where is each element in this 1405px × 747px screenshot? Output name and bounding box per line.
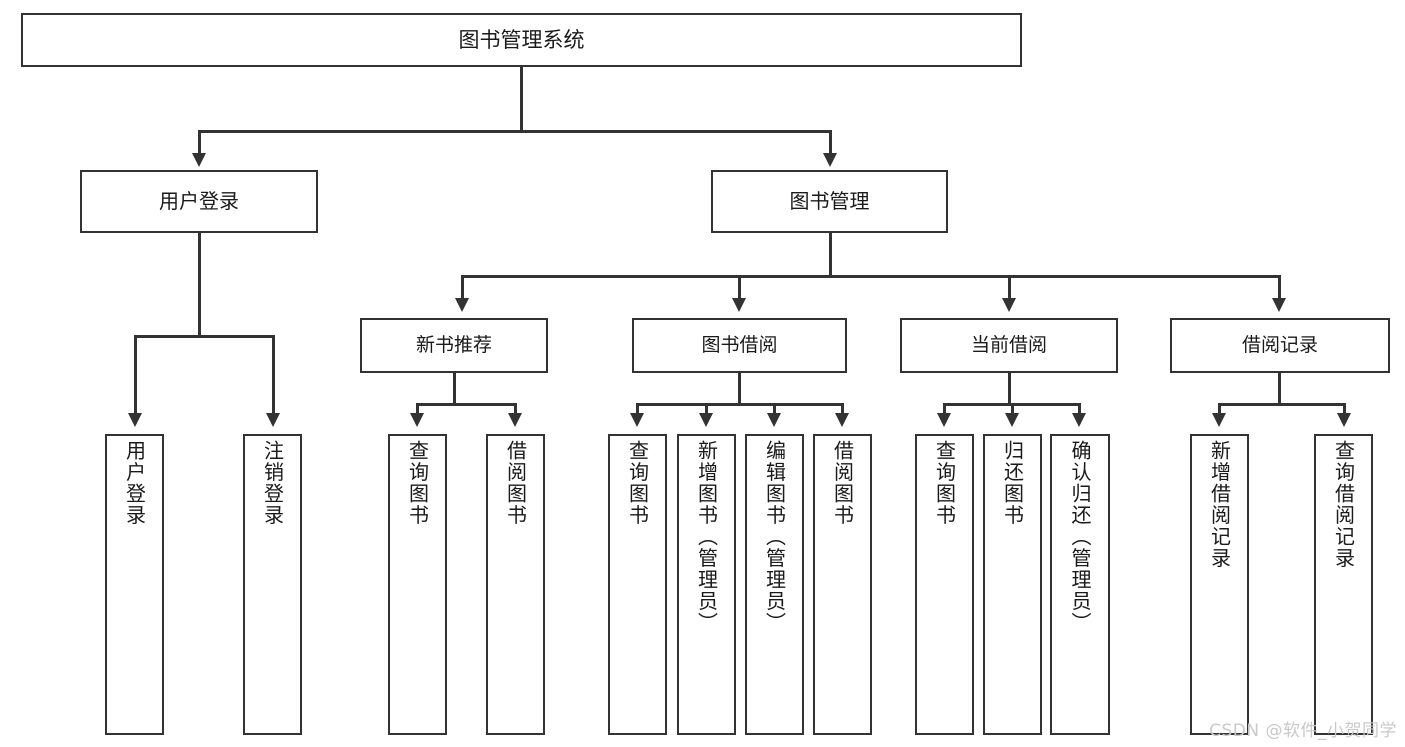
edge-root-to-login	[198, 130, 201, 156]
arrow-current-to-leaf1	[937, 413, 951, 427]
node-leaf-query-book-borrow[interactable]: 查询图书	[608, 434, 667, 735]
node-label: 查询图书	[405, 440, 430, 526]
arrow-root-to-bookmgmt	[823, 153, 837, 167]
arrow-login-to-leaf2	[266, 413, 280, 427]
edge-borrow-to-leaf2	[705, 403, 708, 415]
edge-root-stem	[520, 67, 523, 130]
node-leaf-query-borrow-record[interactable]: 查询借阅记录	[1314, 434, 1373, 735]
edge-login-to-leaf1	[134, 335, 137, 415]
edge-root-to-bookmgmt	[829, 130, 832, 156]
node-label: 新增图书（管理员）	[694, 440, 719, 634]
node-label: 用户登录	[159, 188, 239, 213]
node-borrow-record[interactable]: 借阅记录	[1170, 318, 1390, 373]
edge-login-bus	[134, 335, 273, 338]
node-leaf-return-book[interactable]: 归还图书	[983, 434, 1042, 735]
node-label: 新增借阅记录	[1207, 440, 1232, 569]
node-label: 图书管理系统	[458, 27, 585, 52]
edge-record-to-leaf2	[1343, 403, 1346, 415]
edge-newbook-to-leaf2	[514, 403, 517, 415]
arrow-borrow-to-leaf2	[699, 413, 713, 427]
node-label: 确认归还（管理员）	[1068, 440, 1092, 634]
node-label: 借阅图书	[503, 440, 528, 526]
edge-borrow-stem	[738, 373, 741, 403]
node-book-management[interactable]: 图书管理	[711, 170, 948, 233]
edge-bookmgmt-stem	[829, 233, 832, 275]
node-leaf-confirm-return-admin[interactable]: 确认归还（管理员）	[1050, 434, 1110, 735]
node-label: 查询图书	[625, 440, 650, 526]
arrow-record-to-leaf2	[1337, 413, 1351, 427]
arrow-record-to-leaf1	[1212, 413, 1226, 427]
node-leaf-logout[interactable]: 注销登录	[243, 434, 302, 735]
node-label: 用户登录	[122, 440, 147, 526]
edge-borrow-to-leaf1	[636, 403, 639, 415]
edge-newbook-to-leaf1	[416, 403, 419, 415]
node-label: 查询图书	[932, 440, 957, 526]
arrow-borrow-to-leaf3	[767, 413, 781, 427]
arrow-current-to-leaf2	[1005, 413, 1019, 427]
edge-current-to-leaf1	[943, 403, 946, 415]
edge-current-stem	[1008, 373, 1011, 403]
node-leaf-query-book-current[interactable]: 查询图书	[915, 434, 974, 735]
edge-borrow-bus	[636, 403, 844, 406]
arrow-borrow-to-leaf1	[630, 413, 644, 427]
arrow-bookmgmt-to-record	[1272, 298, 1286, 312]
edge-bookmgmt-to-record	[1278, 275, 1281, 300]
arrow-root-to-login	[192, 153, 206, 167]
edge-bookmgmt-to-borrow	[738, 275, 741, 300]
edge-root-bus	[198, 130, 831, 133]
node-label: 图书借阅	[701, 334, 778, 357]
arrow-borrow-to-leaf4	[835, 413, 849, 427]
arrow-current-to-leaf3	[1072, 413, 1086, 427]
node-leaf-user-login[interactable]: 用户登录	[105, 434, 164, 735]
node-book-borrow[interactable]: 图书借阅	[632, 318, 847, 373]
node-leaf-add-book-admin[interactable]: 新增图书（管理员）	[677, 434, 736, 735]
node-root-book-management-system[interactable]: 图书管理系统	[21, 13, 1022, 67]
edge-record-to-leaf1	[1218, 403, 1221, 415]
edge-login-stem	[198, 233, 201, 335]
node-leaf-borrow-book-newbook[interactable]: 借阅图书	[486, 434, 545, 735]
node-label: 借阅图书	[830, 440, 855, 526]
node-leaf-query-book-newbook[interactable]: 查询图书	[388, 434, 447, 735]
node-label: 当前借阅	[970, 334, 1047, 357]
node-current-borrow[interactable]: 当前借阅	[900, 318, 1118, 373]
node-label: 注销登录	[260, 440, 285, 526]
node-new-book-recommend[interactable]: 新书推荐	[360, 318, 548, 373]
edge-record-stem	[1278, 373, 1281, 403]
node-leaf-borrow-book[interactable]: 借阅图书	[813, 434, 872, 735]
edge-newbook-stem	[453, 373, 456, 403]
arrow-bookmgmt-to-current	[1002, 298, 1016, 312]
edge-login-to-leaf2	[272, 335, 275, 415]
edge-bookmgmt-to-newbook	[461, 275, 464, 300]
node-label: 编辑图书（管理员）	[762, 440, 787, 634]
edge-current-to-leaf2	[1011, 403, 1014, 415]
edge-record-bus	[1218, 403, 1345, 406]
arrow-newbook-to-leaf2	[508, 413, 522, 427]
edge-newbook-bus	[416, 403, 517, 406]
node-label: 图书管理	[789, 188, 870, 213]
node-leaf-add-borrow-record[interactable]: 新增借阅记录	[1190, 434, 1249, 735]
edge-bookmgmt-to-current	[1008, 275, 1011, 300]
edge-current-to-leaf3	[1078, 403, 1081, 415]
node-label: 新书推荐	[415, 334, 492, 357]
arrow-login-to-leaf1	[128, 413, 142, 427]
arrow-newbook-to-leaf1	[410, 413, 424, 427]
node-user-login[interactable]: 用户登录	[80, 170, 318, 233]
node-leaf-edit-book-admin[interactable]: 编辑图书（管理员）	[745, 434, 804, 735]
node-label: 查询借阅记录	[1331, 440, 1356, 569]
edge-bookmgmt-bus	[461, 275, 1280, 278]
edge-borrow-to-leaf3	[773, 403, 776, 415]
edge-borrow-to-leaf4	[841, 403, 844, 415]
arrow-bookmgmt-to-newbook	[455, 298, 469, 312]
node-label: 借阅记录	[1241, 334, 1318, 357]
arrow-bookmgmt-to-borrow	[732, 298, 746, 312]
node-label: 归还图书	[1000, 440, 1025, 526]
